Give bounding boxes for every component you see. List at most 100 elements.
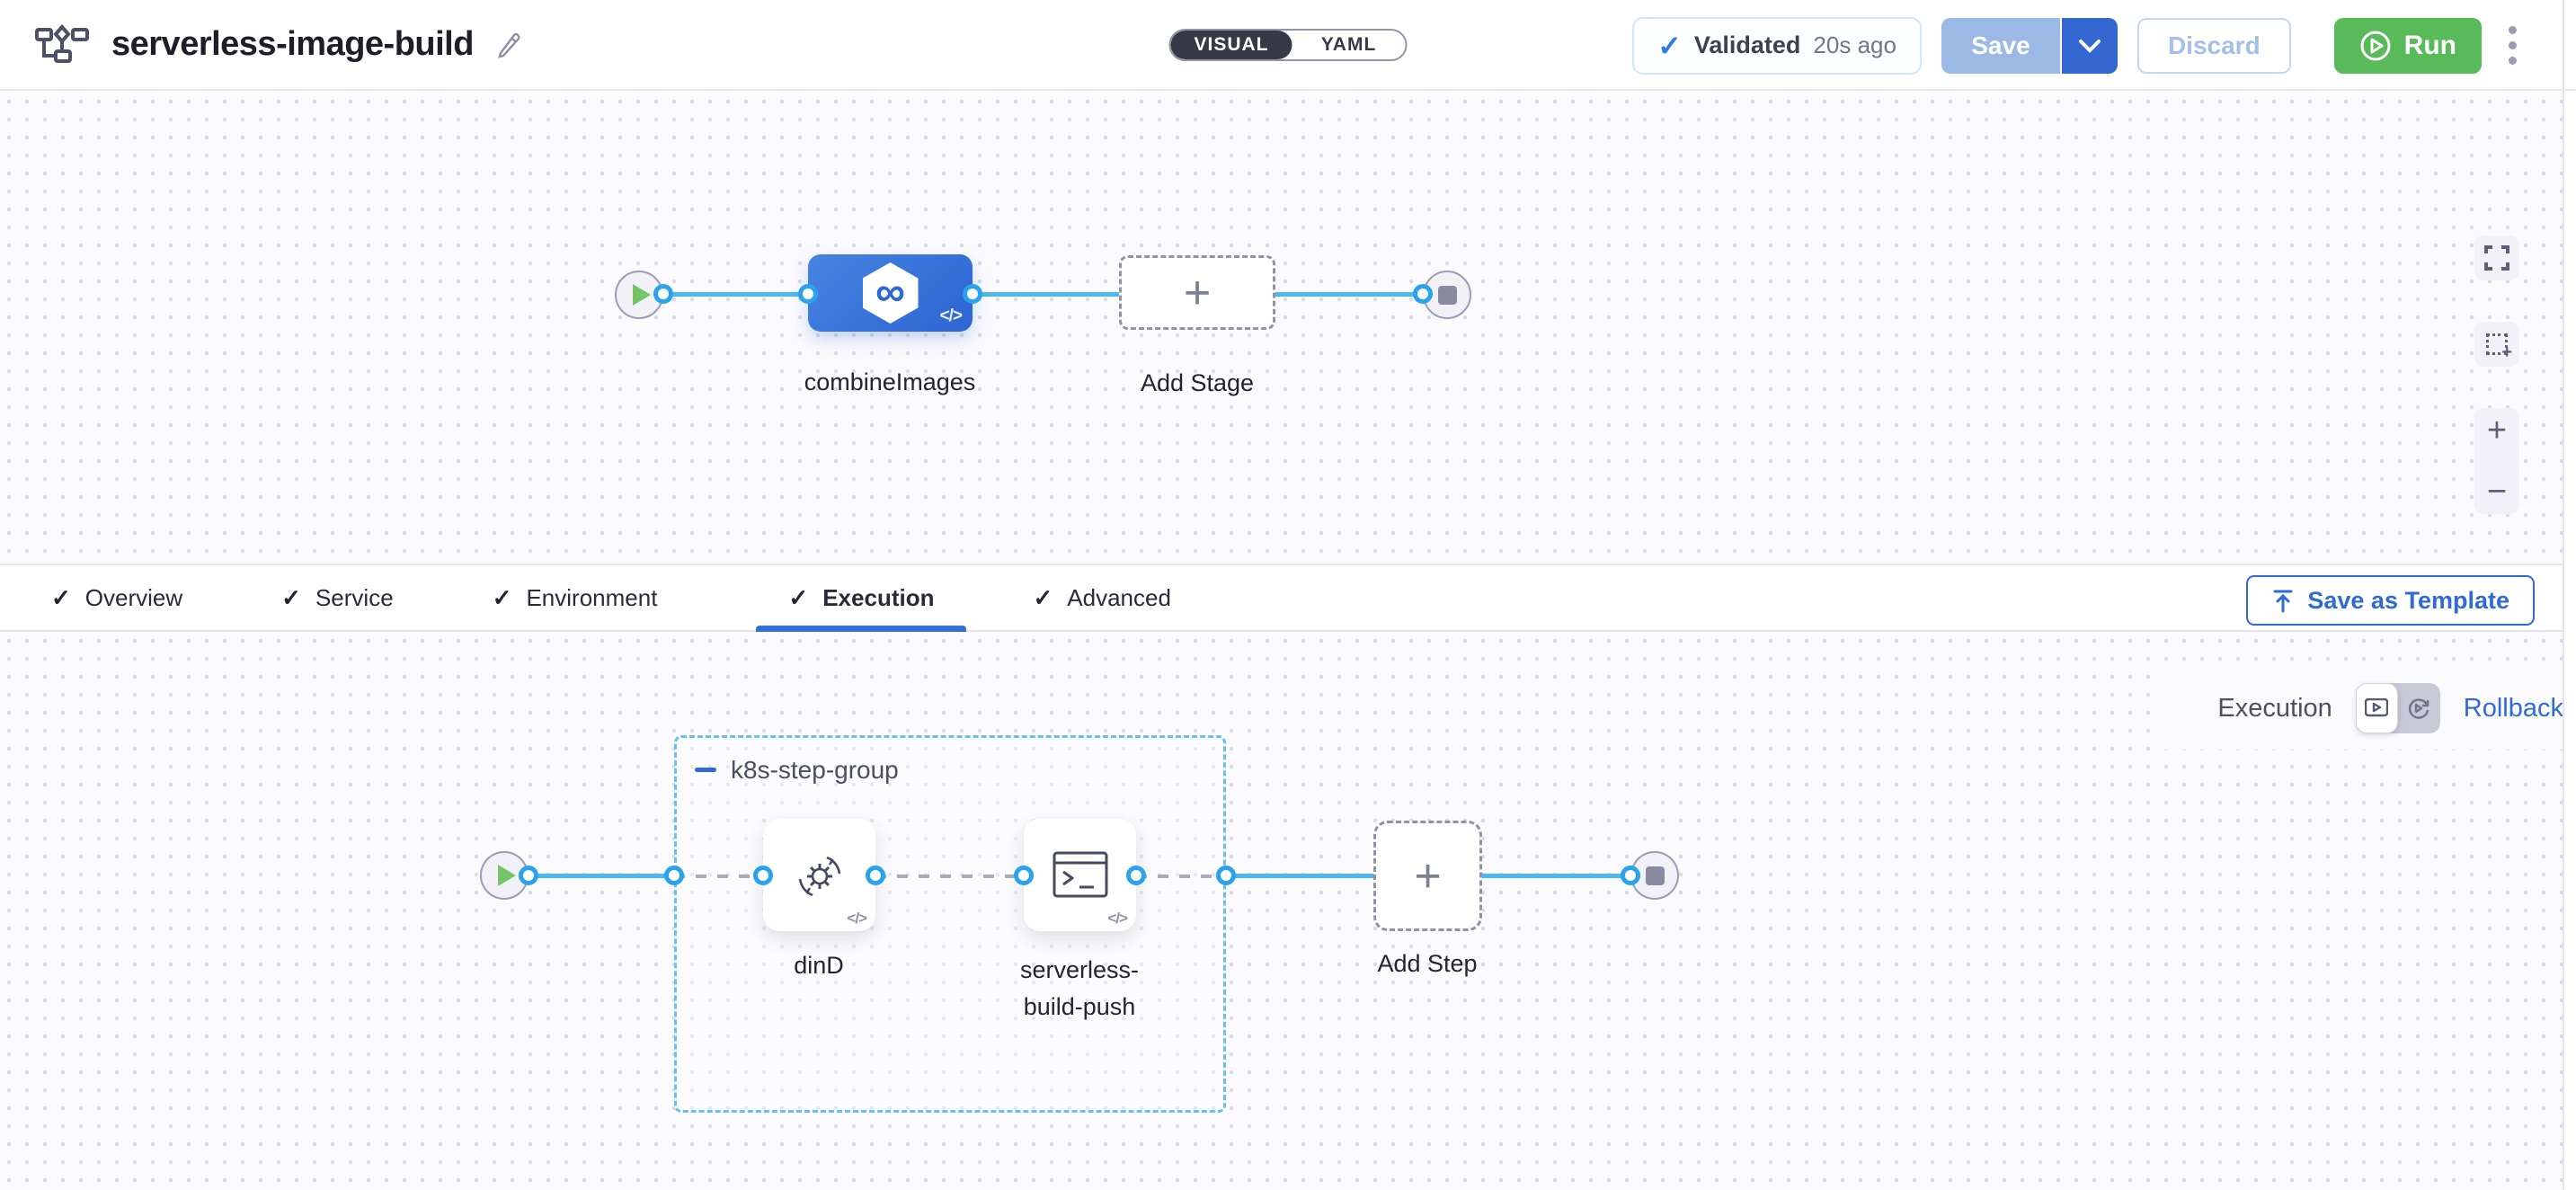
connector-port[interactable] [664, 866, 684, 885]
stage-config-tabs: ✓ Overview ✓ Service ✓ Environment ✓ Exe… [0, 564, 2563, 632]
connector-port[interactable] [1216, 866, 1236, 885]
execution-start-node[interactable] [480, 851, 529, 900]
run-play-icon [2360, 31, 2391, 60]
collapse-icon[interactable] [695, 768, 716, 772]
header-title-group: serverless-image-build [0, 23, 522, 66]
page-title: serverless-image-build [111, 25, 474, 63]
tab-label: Advanced [1067, 583, 1171, 611]
validated-badge[interactable]: ✓ Validated 20s ago [1632, 16, 1922, 75]
connector-port[interactable] [1014, 866, 1034, 885]
discard-button[interactable]: Discard [2136, 17, 2291, 74]
connector-line [1482, 874, 1630, 878]
tab-service[interactable]: ✓ Service [281, 565, 394, 630]
edit-pencil-icon[interactable] [495, 31, 522, 58]
check-icon: ✓ [492, 583, 512, 611]
step-label: serverless- build-push [1019, 956, 1140, 1020]
save-as-template-button[interactable]: Save as Template [2246, 575, 2535, 626]
zoom-in-button[interactable]: + [2486, 412, 2508, 449]
execution-mode-bar: Execution Rollback [2162, 667, 2563, 750]
marquee-select-button[interactable] [2474, 322, 2519, 367]
tab-advanced[interactable]: ✓ Advanced [1033, 565, 1170, 630]
connector-line [663, 292, 808, 297]
save-dropdown-button[interactable] [2061, 17, 2118, 74]
selection-icon [2486, 333, 2512, 363]
zoom-controls: + − [2474, 408, 2519, 514]
connector-port[interactable] [1413, 284, 1433, 304]
ci-stage-icon: ∞ [862, 262, 919, 324]
check-icon: ✓ [281, 583, 301, 611]
connector-line [1275, 292, 1424, 297]
tab-execution[interactable]: ✓ Execution [756, 565, 967, 632]
tab-environment[interactable]: ✓ Environment [493, 565, 658, 630]
toggle-yaml[interactable]: YAML [1320, 33, 1377, 55]
plus-icon: + [1183, 266, 1212, 319]
end-stop-icon [1437, 285, 1457, 305]
save-as-template-label: Save as Template [2307, 586, 2509, 614]
step-node-serverless-build-push[interactable]: </> [1024, 819, 1136, 931]
pipeline-icon [34, 23, 90, 66]
tab-label: Service [315, 583, 394, 611]
rollback-mode-button[interactable] [2398, 683, 2440, 733]
upload-icon [2273, 590, 2293, 613]
connector-port[interactable] [753, 866, 773, 885]
plus-icon: + [1414, 849, 1442, 902]
connector-line [529, 874, 674, 878]
tab-label: Environment [526, 583, 658, 611]
rollback-icon [2409, 698, 2429, 719]
execution-canvas[interactable]: Execution Rollback [0, 632, 2563, 1190]
execution-mode-button[interactable] [2355, 683, 2398, 733]
stage-canvas[interactable]: ∞ </> combineImages + Add Stage + [0, 93, 2563, 564]
step-label: dinD [794, 952, 844, 979]
connector-line-dashed [1136, 875, 1226, 878]
validated-label: Validated [1693, 31, 1801, 58]
connector-port[interactable] [866, 866, 885, 885]
stage-label: combineImages [804, 369, 976, 395]
more-options-button[interactable] [2501, 19, 2524, 72]
connector-port[interactable] [1621, 866, 1640, 885]
chevron-down-icon [2078, 39, 2101, 53]
toggle-visual[interactable]: VISUAL [1170, 30, 1292, 59]
connector-port[interactable] [519, 866, 538, 885]
end-stop-icon [1645, 866, 1665, 885]
step-node-dind[interactable]: </> [763, 819, 875, 931]
connector-line [973, 292, 1119, 297]
connector-port[interactable] [963, 284, 982, 304]
docker-dind-icon [798, 856, 840, 896]
connector-port[interactable] [798, 284, 818, 304]
rollback-link[interactable]: Rollback [2463, 693, 2563, 723]
connector-port[interactable] [1126, 866, 1146, 885]
run-button[interactable]: Run [2333, 17, 2482, 74]
add-step-label: Add Step [1377, 950, 1478, 977]
execution-play-icon [2365, 698, 2389, 717]
code-icon: </> [1107, 910, 1128, 927]
stage-node-combineimages[interactable]: ∞ </> [808, 254, 973, 332]
validated-time: 20s ago [1813, 31, 1896, 58]
add-step-button[interactable]: + [1373, 821, 1482, 931]
tab-overview[interactable]: ✓ Overview [51, 565, 182, 630]
save-button[interactable]: Save [1941, 17, 2062, 74]
canvas-controls: + − [2474, 235, 2519, 514]
check-icon: ✓ [1657, 29, 1682, 62]
run-label: Run [2403, 30, 2456, 60]
step-group-title: k8s-step-group [731, 756, 899, 784]
start-play-icon [498, 865, 516, 886]
check-icon: ✓ [788, 583, 809, 611]
code-icon: </> [939, 306, 964, 325]
step-group-k8s[interactable]: k8s-step-group [674, 735, 1226, 1113]
header: serverless-image-build VISUAL YAML ✓ Val… [0, 0, 2576, 91]
visual-yaml-toggle: VISUAL YAML [1168, 28, 1408, 61]
execution-end-node[interactable] [1630, 851, 1679, 900]
scrollbar-track[interactable] [2563, 0, 2564, 1190]
terminal-icon [1053, 851, 1107, 897]
tab-label: Overview [84, 583, 183, 611]
connector-line-dashed [875, 875, 1024, 878]
execution-rollback-toggle [2355, 683, 2440, 733]
fit-to-screen-button[interactable] [2474, 235, 2519, 280]
connector-line [1226, 874, 1373, 878]
code-icon: </> [847, 910, 867, 927]
check-icon: ✓ [51, 583, 71, 611]
add-stage-button[interactable]: + [1119, 255, 1275, 330]
connector-port[interactable] [653, 284, 673, 304]
zoom-out-button[interactable]: − [2486, 473, 2508, 511]
